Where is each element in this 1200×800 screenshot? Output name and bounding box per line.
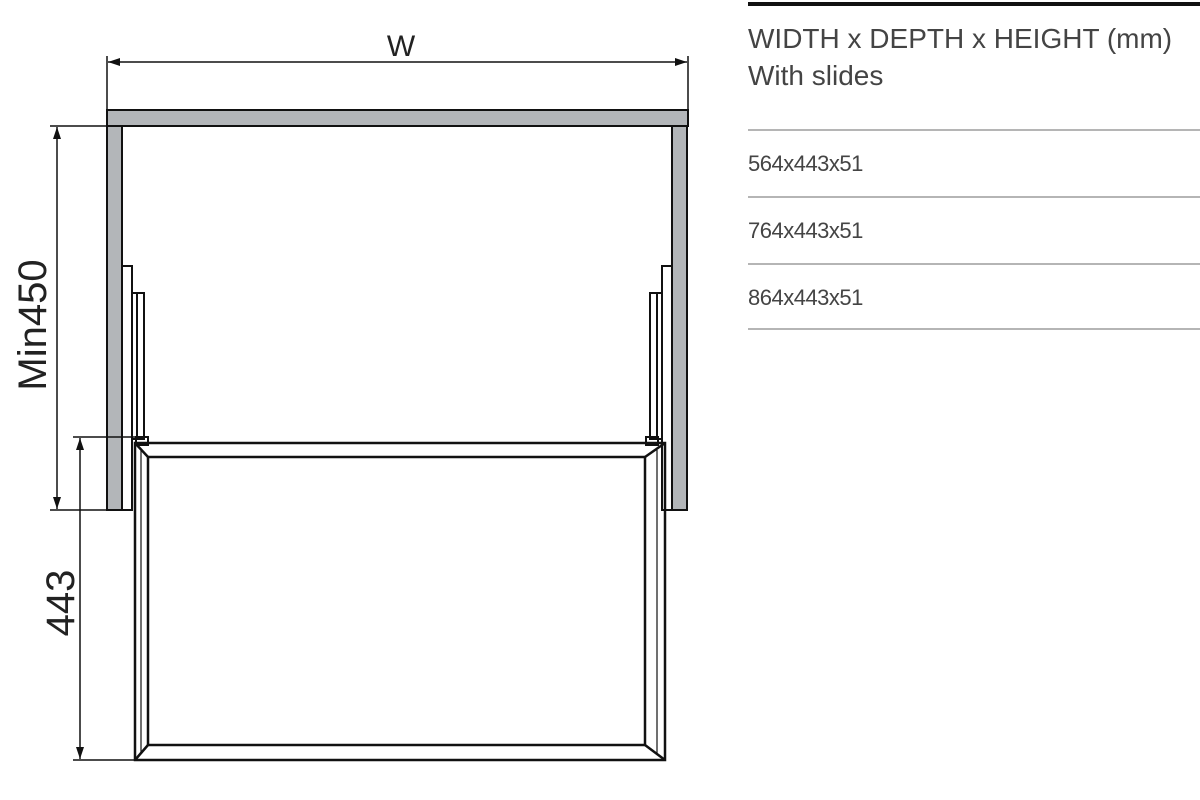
width-label: W xyxy=(387,30,416,63)
table-row: 564x443x51 xyxy=(748,129,1200,196)
width-dimension xyxy=(106,56,689,110)
min-height-label: Min450 xyxy=(11,259,55,390)
depth-dimension xyxy=(73,436,140,761)
left-slide xyxy=(121,265,149,511)
cabinet-frame xyxy=(106,109,689,511)
depth-label: 443 xyxy=(39,570,83,637)
table-header: WIDTH x DEPTH x HEIGHT (mm) With slides xyxy=(748,6,1200,129)
drawer-basket xyxy=(133,441,667,762)
header-with-slides: With slides xyxy=(748,60,884,91)
header-dimensions: WIDTH x DEPTH x HEIGHT (mm) xyxy=(748,23,1173,54)
cabinet-drawer-drawing: W Min450 443 xyxy=(11,30,689,762)
right-slide xyxy=(645,265,673,511)
min-height-dimension xyxy=(50,125,107,511)
table-row: 764x443x51 xyxy=(748,196,1200,263)
table-row: 864x443x51 xyxy=(748,263,1200,330)
table-top-rule xyxy=(748,2,1200,6)
spec-table: WIDTH x DEPTH x HEIGHT (mm) With slides … xyxy=(748,0,1200,330)
